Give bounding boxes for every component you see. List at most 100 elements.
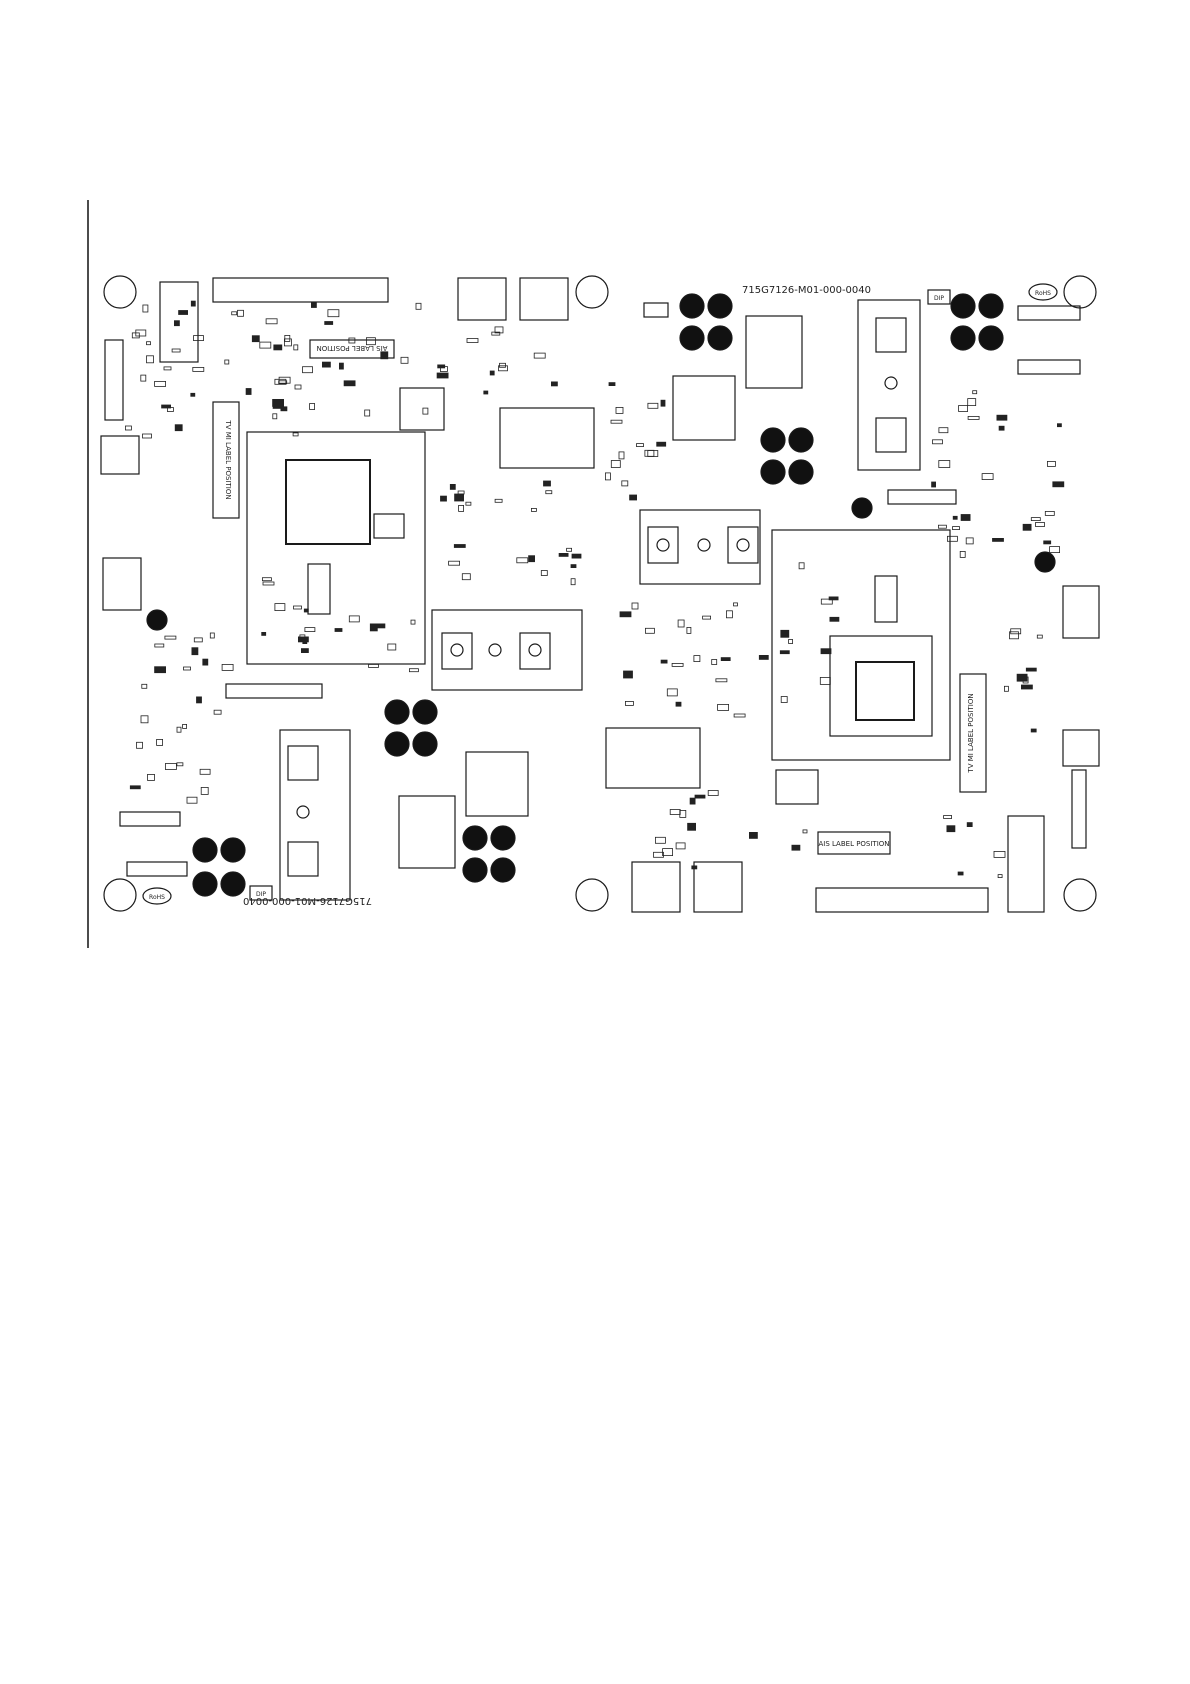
inductor	[466, 752, 528, 816]
smd-part	[609, 383, 615, 386]
smd-part	[137, 742, 143, 748]
smd-part	[781, 630, 789, 637]
smd-part	[695, 795, 705, 798]
smd-part	[273, 414, 277, 419]
smd-part	[232, 312, 237, 315]
smd-part	[648, 403, 658, 408]
soc-chip	[286, 460, 370, 544]
smd-part	[661, 400, 665, 406]
connector	[1018, 360, 1080, 374]
screw-hole	[489, 644, 501, 656]
smd-part	[611, 461, 620, 468]
smd-part	[194, 638, 202, 642]
smd-part	[284, 339, 291, 346]
smd-part	[462, 574, 470, 580]
smd-part	[721, 658, 730, 661]
screw-hole	[657, 539, 669, 551]
smd-part	[311, 303, 316, 308]
smd-part	[605, 473, 610, 480]
tvmi-label-left: TV MI LABEL POSITION	[224, 419, 232, 499]
regulator	[520, 633, 550, 669]
smd-part	[222, 664, 233, 670]
inductor	[101, 436, 139, 474]
smd-part	[982, 474, 993, 480]
connector	[694, 862, 742, 912]
smd-part	[803, 830, 807, 833]
smd-part	[616, 407, 623, 413]
smd-part	[997, 415, 1007, 420]
ic	[374, 514, 404, 538]
smd-part	[789, 640, 793, 644]
smd-part	[567, 548, 572, 551]
smd-part	[141, 375, 146, 381]
smd-part	[455, 494, 464, 501]
regulator	[288, 842, 318, 876]
smd-part	[999, 426, 1004, 430]
smd-part	[175, 425, 182, 431]
smd-part	[246, 389, 251, 395]
screw-hole	[297, 806, 309, 818]
dip-label-bottom: DIP	[256, 891, 266, 898]
smd-part	[544, 481, 551, 486]
connector	[127, 862, 187, 876]
smd-part	[295, 385, 301, 389]
smd-part	[1050, 547, 1060, 553]
smd-part	[792, 845, 800, 850]
smd-part	[1004, 686, 1008, 691]
smd-part	[820, 677, 830, 684]
smd-part	[490, 371, 494, 375]
smd-part	[281, 407, 287, 411]
smd-part	[369, 664, 379, 667]
smd-part	[177, 763, 183, 766]
smd-part	[959, 406, 968, 412]
smd-part	[458, 491, 464, 494]
smd-part	[529, 556, 535, 562]
smd-part	[164, 367, 171, 370]
smd-part	[938, 525, 946, 528]
inductor	[500, 408, 594, 468]
smd-part	[694, 656, 700, 662]
smd-part	[939, 461, 950, 468]
smd-part	[572, 554, 581, 558]
smd-part	[663, 849, 673, 856]
smd-part	[688, 823, 696, 830]
smd-part	[274, 345, 282, 350]
connector	[226, 684, 322, 698]
connector	[644, 303, 668, 317]
heat-sink	[640, 510, 760, 584]
smd-part	[961, 515, 970, 521]
heat-sink	[858, 300, 920, 470]
smd-part	[611, 420, 622, 423]
screw-hole	[451, 644, 463, 656]
inductor	[400, 388, 444, 430]
smd-part	[484, 391, 488, 394]
smd-part	[670, 810, 680, 815]
regulator	[648, 527, 678, 563]
smd-part	[174, 321, 179, 326]
smd-part	[130, 786, 140, 789]
smd-part	[632, 603, 638, 609]
smd-part	[541, 571, 547, 576]
smd-part	[349, 616, 359, 622]
connector	[888, 490, 956, 504]
smd-part	[450, 484, 455, 489]
smd-part	[210, 633, 214, 638]
regulator	[876, 418, 906, 452]
smd-part	[531, 508, 536, 511]
smd-part	[304, 609, 308, 612]
smd-part	[409, 669, 418, 672]
mounting-hole	[1064, 276, 1096, 308]
smd-part	[200, 769, 210, 774]
smd-part	[1023, 524, 1031, 530]
smd-part	[147, 356, 154, 363]
smd-part	[687, 627, 691, 633]
smd-part	[310, 404, 315, 410]
smd-part	[437, 373, 448, 378]
regulator	[442, 633, 472, 669]
smd-part	[1026, 668, 1036, 671]
smd-part	[298, 637, 308, 642]
smd-part	[622, 481, 628, 486]
smd-part	[645, 450, 654, 456]
smd-part	[667, 689, 677, 696]
smd-part	[1021, 685, 1032, 689]
